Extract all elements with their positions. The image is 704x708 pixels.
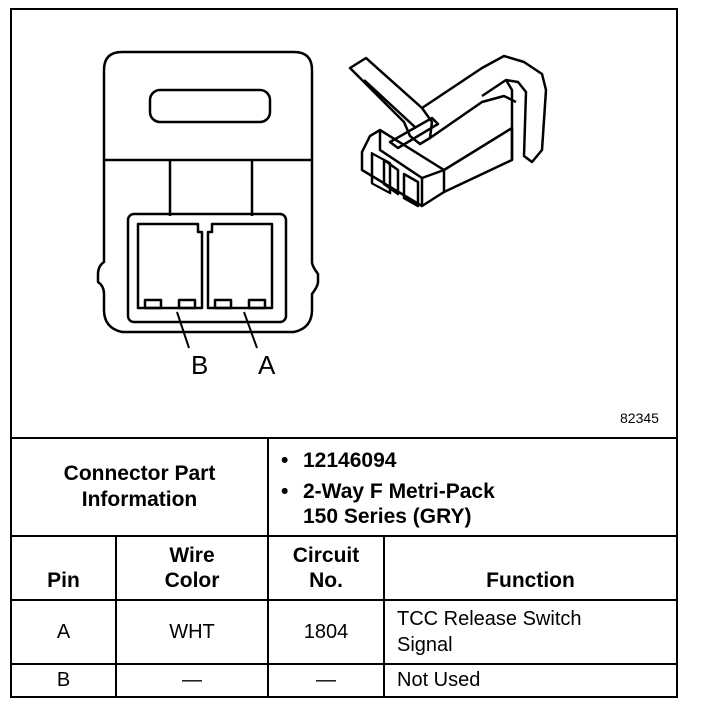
row-a-pin: A bbox=[12, 599, 117, 665]
row-b-wire: — bbox=[115, 663, 269, 696]
header-function: Function bbox=[383, 535, 676, 601]
row-b-circuit: — bbox=[267, 663, 385, 696]
pin-label-a: A bbox=[258, 350, 276, 380]
connector-info-table: Connector Part Information 12146094 2-Wa… bbox=[12, 437, 676, 696]
row-b-pin: B bbox=[12, 663, 117, 696]
connector-drawing bbox=[96, 50, 548, 349]
row-a-circuit: 1804 bbox=[267, 599, 385, 665]
pin-label-b: B bbox=[191, 350, 209, 380]
cavity-b bbox=[136, 222, 204, 310]
row-b-function: Not Used bbox=[383, 663, 676, 696]
diagram-frame: B A 82345 Connector Part Information 121… bbox=[10, 8, 678, 698]
cavity-housing bbox=[126, 212, 288, 324]
latch-slot bbox=[148, 88, 272, 124]
connector-part-row: Connector Part Information 12146094 2-Wa… bbox=[12, 437, 676, 537]
figure-id: 82345 bbox=[620, 410, 659, 426]
header-pin: Pin bbox=[12, 535, 117, 601]
connector-isometric bbox=[348, 54, 548, 208]
table-row: B — — Not Used bbox=[12, 663, 676, 696]
connector-part-label: Connector Part Information bbox=[12, 437, 269, 537]
connector-figure: B A 82345 bbox=[12, 10, 676, 437]
connector-front-body bbox=[96, 50, 320, 334]
part-number: 12146094 bbox=[281, 448, 668, 473]
row-a-wire: WHT bbox=[115, 599, 269, 665]
cavity-a bbox=[206, 222, 274, 310]
